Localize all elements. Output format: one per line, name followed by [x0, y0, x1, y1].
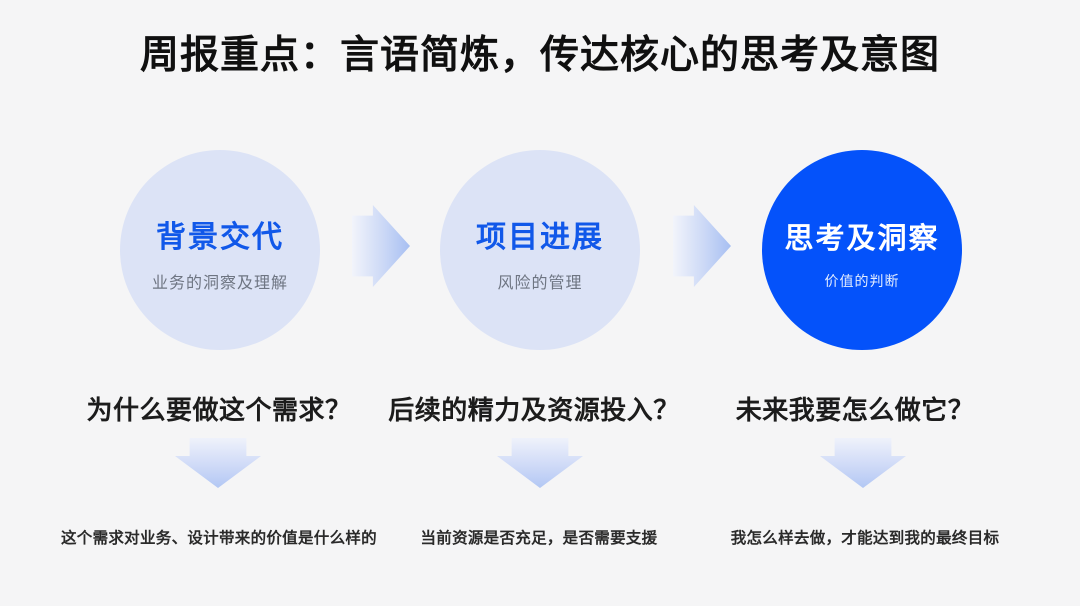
arrow-down-icon [497, 438, 583, 488]
arrow-right-icon [352, 205, 410, 287]
step-circle-subtitle: 风险的管理 [497, 275, 583, 293]
step-detail: 当前资源是否充足，是否需要支援 [420, 530, 658, 547]
arrow-down-icon [175, 438, 261, 488]
step-detail: 这个需求对业务、设计带来的价值是什么样的 [60, 530, 377, 547]
step-detail: 我怎么样去做，才能达到我的最终目标 [730, 530, 1000, 547]
step-circle-background: 背景交代 业务的洞察及理解 [120, 150, 320, 350]
arrow-right-icon [673, 205, 731, 287]
step-circle-title: 背景交代 [156, 220, 284, 254]
step-circle-insight: 思考及洞察 价值的判断 [762, 150, 962, 350]
step-circle-title: 思考及洞察 [784, 223, 940, 256]
step-circle-subtitle: 业务的洞察及理解 [151, 275, 288, 293]
step-circle-subtitle: 价值的判断 [824, 272, 900, 289]
slide-title: 周报重点：言语简炼，传达核心的思考及意图 [139, 34, 940, 77]
step-circle-title: 项目进展 [476, 220, 604, 254]
step-circle-progress: 项目进展 风险的管理 [440, 150, 640, 350]
step-question: 为什么要做这个需求？ [86, 395, 352, 425]
arrow-down-icon [820, 438, 906, 488]
step-question: 后续的精力及资源投入？ [388, 395, 680, 425]
step-question: 未来我要怎么做它？ [735, 395, 975, 425]
